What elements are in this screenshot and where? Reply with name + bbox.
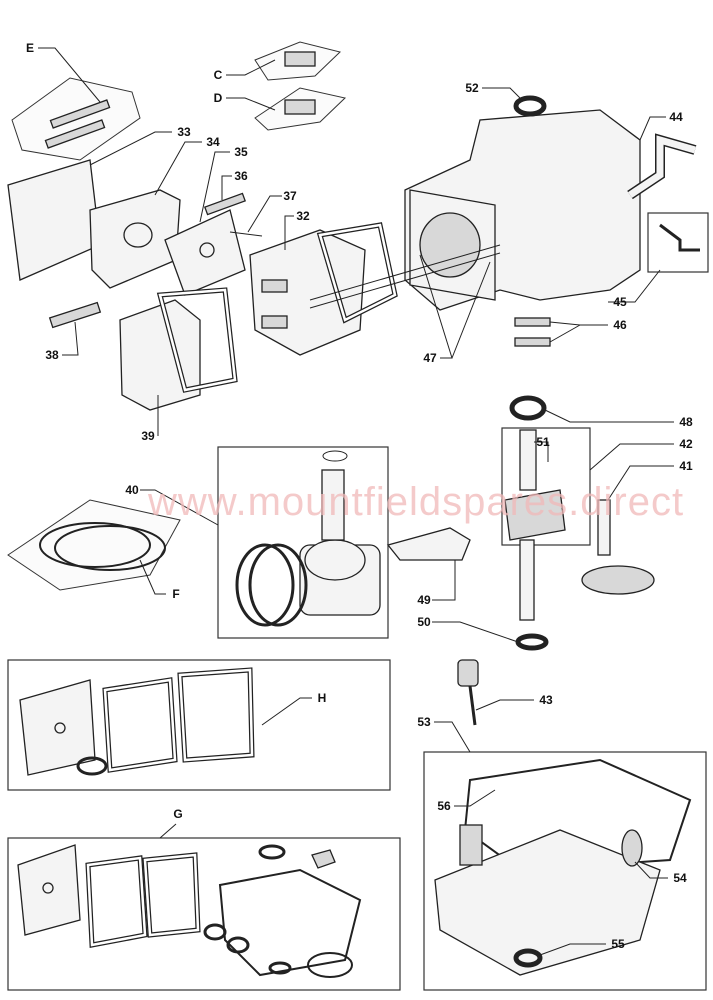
part-38-spark-plug[interactable] — [48, 301, 102, 329]
part-D-valve-kit[interactable] — [254, 87, 347, 131]
part-H-gaskets[interactable] — [19, 667, 255, 776]
label-34: 34 — [206, 135, 220, 149]
label-41: 41 — [679, 459, 693, 473]
part-42-crankshaft[interactable] — [504, 429, 566, 621]
label-52: 52 — [465, 81, 479, 95]
part-37-stud[interactable] — [229, 231, 263, 237]
label-56: 56 — [437, 799, 451, 813]
label-D: D — [214, 91, 223, 105]
label-F: F — [172, 587, 179, 601]
part-48-bearing[interactable] — [509, 395, 547, 421]
part-54-governor[interactable] — [621, 829, 643, 867]
label-36: 36 — [234, 169, 248, 183]
label-35: 35 — [234, 145, 248, 159]
part-40-piston[interactable] — [235, 450, 381, 627]
part-H-gasket-kit-box — [7, 659, 391, 791]
label-G: G — [173, 807, 182, 821]
part-G-gaskets[interactable] — [17, 844, 362, 978]
label-32: 32 — [296, 209, 310, 223]
leader-lines — [38, 47, 674, 956]
callout-labels: E C D 52 44 33 34 35 36 37 32 45 46 38 4… — [26, 41, 693, 951]
label-48: 48 — [679, 415, 693, 429]
label-43: 43 — [539, 693, 553, 707]
label-H: H — [318, 691, 327, 705]
rocker-cover-gasket[interactable] — [156, 287, 238, 393]
label-37: 37 — [283, 189, 297, 203]
label-33: 33 — [177, 125, 191, 139]
label-46: 46 — [613, 318, 627, 332]
part-34-muffler[interactable] — [89, 189, 181, 289]
label-C: C — [214, 68, 223, 82]
label-55: 55 — [611, 937, 625, 951]
cylinder-head-gasket[interactable] — [316, 222, 398, 324]
label-45: 45 — [613, 295, 627, 309]
part-45-inset-box — [647, 212, 709, 273]
label-49: 49 — [417, 593, 431, 607]
part-35-gasket[interactable] — [164, 209, 246, 296]
part-E-bolt-kit[interactable] — [11, 77, 141, 161]
part-55-oil-seal[interactable] — [513, 948, 543, 968]
label-40: 40 — [125, 483, 139, 497]
label-47: 47 — [423, 351, 437, 365]
label-42: 42 — [679, 437, 693, 451]
part-36-bolt[interactable] — [204, 192, 246, 216]
part-44-breather-hose[interactable] — [627, 133, 697, 200]
part-32-cylinder-head[interactable] — [249, 229, 366, 356]
part-45-lever[interactable] — [659, 223, 700, 252]
label-51: 51 — [536, 435, 550, 449]
part-F-piston-ring-set[interactable] — [7, 499, 181, 591]
part-46-dowels[interactable] — [514, 317, 551, 347]
part-42-crankshaft-box — [501, 427, 591, 546]
label-50: 50 — [417, 615, 431, 629]
label-38: 38 — [45, 348, 59, 362]
part-53-crankcase-cover[interactable] — [434, 824, 661, 976]
label-53: 53 — [417, 715, 431, 729]
part-33-muffler-guard[interactable] — [7, 159, 101, 281]
engine-block[interactable] — [309, 109, 641, 311]
part-52-oil-seal[interactable] — [513, 95, 547, 117]
part-50-washer[interactable] — [515, 633, 549, 651]
label-54: 54 — [673, 871, 687, 885]
part-53-crankcase-cover-box — [423, 751, 707, 991]
part-G-gasket-kit-box — [7, 837, 401, 991]
part-43-dipstick[interactable] — [457, 659, 479, 726]
part-40-piston-box — [217, 446, 389, 639]
label-E: E — [26, 41, 34, 55]
part-C-valve-kit[interactable] — [254, 41, 341, 81]
part-49-connecting-rod[interactable] — [386, 527, 471, 561]
part-39-rocker-cover[interactable] — [119, 299, 201, 411]
label-39: 39 — [141, 429, 155, 443]
part-41-camshaft[interactable] — [581, 499, 655, 595]
label-44: 44 — [669, 110, 683, 124]
